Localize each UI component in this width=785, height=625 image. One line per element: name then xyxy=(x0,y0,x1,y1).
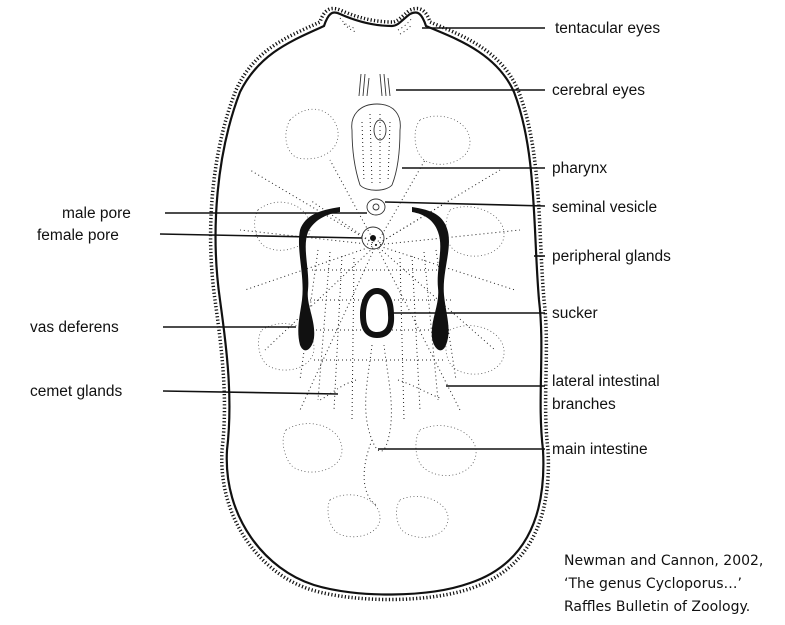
label-main-intestine: main intestine xyxy=(552,441,648,458)
label-cemet-glands: cemet glands xyxy=(30,383,122,400)
label-cerebral-eyes: cerebral eyes xyxy=(552,82,645,99)
label-tentacular-eyes: tentacular eyes xyxy=(555,20,660,37)
vas-deferens xyxy=(298,207,449,351)
citation-line-3: Raffles Bulletin of Zoology. xyxy=(564,599,750,615)
pharynx xyxy=(351,103,401,191)
label-lateral-intestinal-line2: branches xyxy=(552,396,616,413)
label-vas-deferens: vas deferens xyxy=(30,319,119,336)
label-seminal-vesicle: seminal vesicle xyxy=(552,199,657,216)
leader-cemet-glands xyxy=(162,390,339,395)
cerebral-eyes xyxy=(358,73,391,97)
leader-female-pore xyxy=(159,233,363,239)
seminal-vesicle-and-male-pore xyxy=(366,198,386,216)
body-outline xyxy=(208,6,551,602)
main-intestine xyxy=(319,344,441,506)
leader-seminal-vesicle xyxy=(384,201,546,207)
label-peripheral-glands: peripheral glands xyxy=(552,248,671,265)
label-lateral-intestinal-line1: lateral intestinal xyxy=(552,373,660,390)
citation-line-1: Newman and Cannon, 2002, xyxy=(564,553,763,569)
leader-lines xyxy=(159,27,546,450)
tentacular-eyes xyxy=(339,17,413,35)
label-pharynx: pharynx xyxy=(552,160,607,177)
label-sucker: sucker xyxy=(552,305,598,322)
internal-cells xyxy=(254,108,505,538)
sucker xyxy=(360,288,395,338)
label-female-pore: female pore xyxy=(37,227,119,244)
label-male-pore: male pore xyxy=(62,205,131,222)
citation-line-2: ‘The genus Cycloporus…’ xyxy=(564,576,742,592)
peripheral-gland-radiations xyxy=(239,159,521,411)
